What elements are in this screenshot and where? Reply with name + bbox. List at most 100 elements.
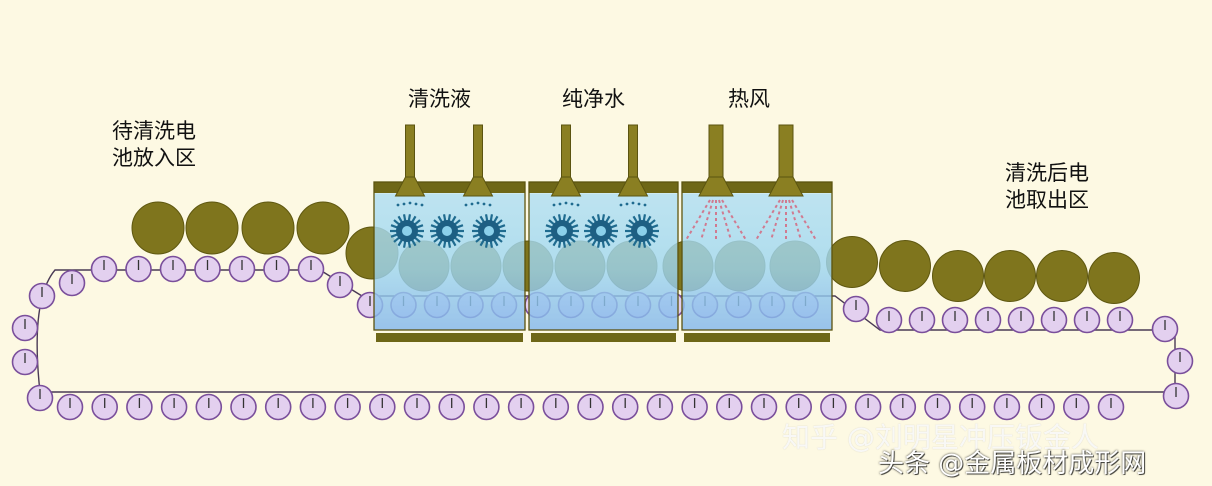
nozzle-icon bbox=[550, 124, 582, 197]
roller-icon bbox=[473, 393, 500, 421]
tank-lid bbox=[529, 182, 678, 193]
roller-icon bbox=[941, 306, 969, 334]
roller-icon bbox=[126, 393, 153, 421]
nozzle-icon bbox=[617, 124, 649, 197]
tank-lid bbox=[682, 182, 832, 193]
spray-dot bbox=[470, 202, 474, 206]
roller-icon bbox=[230, 393, 257, 421]
spray-dot bbox=[552, 203, 556, 207]
roller-icon bbox=[611, 393, 639, 421]
nozzle-icon bbox=[462, 124, 494, 197]
spray-dot bbox=[420, 203, 424, 207]
load-zone-label-line-1: 待清洗电 bbox=[112, 119, 196, 143]
roller-icon bbox=[11, 348, 39, 376]
roller-icon bbox=[1097, 393, 1125, 421]
roller-icon bbox=[194, 255, 221, 283]
roller-icon bbox=[297, 255, 325, 283]
roller-icon bbox=[195, 393, 223, 421]
wash-stations bbox=[373, 181, 833, 342]
battery-icon bbox=[241, 201, 295, 255]
roller-icon bbox=[750, 393, 778, 421]
roller-icon bbox=[326, 271, 354, 299]
roller-icon bbox=[91, 393, 118, 421]
tank-liquid bbox=[682, 192, 832, 330]
wash-tank-1 bbox=[373, 181, 526, 342]
tank-overlay bbox=[683, 194, 831, 329]
spray-dot bbox=[396, 203, 400, 207]
roller-icon bbox=[160, 393, 188, 421]
load-zone-label: 待清洗电 池放入区 bbox=[112, 118, 196, 172]
hot-air-ray bbox=[788, 199, 802, 241]
roller-icon bbox=[1063, 393, 1090, 421]
roller-icon bbox=[26, 384, 54, 412]
hot-air-ray bbox=[718, 199, 732, 241]
hot-air-label: 热风 bbox=[728, 87, 770, 111]
roller-icon bbox=[958, 393, 986, 421]
roller-icon bbox=[56, 393, 84, 421]
roller-icon bbox=[1166, 347, 1194, 375]
roller-icon bbox=[820, 393, 847, 421]
roller-icon bbox=[542, 393, 570, 421]
roller-icon bbox=[1028, 393, 1055, 421]
tank-frame bbox=[528, 181, 679, 331]
roller-icon bbox=[507, 393, 535, 421]
roller-icon bbox=[58, 269, 86, 297]
load-zone-label-line-2: 池放入区 bbox=[112, 146, 196, 170]
cleaning-brush-icon bbox=[430, 214, 464, 248]
roller-icon bbox=[1007, 306, 1035, 334]
cleaning-brush-icon bbox=[472, 214, 506, 248]
tank-base bbox=[684, 333, 830, 342]
roller-icon bbox=[1106, 306, 1134, 334]
battery-icon bbox=[131, 201, 185, 255]
nozzle-icon bbox=[394, 124, 426, 197]
unload-zone-label: 清洗后电 池取出区 bbox=[1005, 160, 1089, 214]
roller-icon bbox=[11, 314, 39, 342]
battery-icon bbox=[879, 240, 931, 292]
hot-air-ray bbox=[755, 199, 781, 241]
nozzle-icon bbox=[698, 124, 734, 197]
roller-icon bbox=[368, 393, 396, 421]
roller-icon bbox=[715, 393, 743, 421]
spray-dot bbox=[476, 201, 480, 205]
spray-dot bbox=[570, 202, 574, 206]
roller-icon bbox=[264, 393, 292, 421]
spray-dot bbox=[643, 203, 647, 207]
cleaning-brush-icon bbox=[545, 214, 579, 248]
tank-base bbox=[531, 333, 676, 342]
spray-dot bbox=[488, 203, 492, 207]
watermark-toutiao: 头条 @金属板材成形网 bbox=[878, 449, 1147, 479]
battery-icon bbox=[296, 201, 350, 255]
roller-icon bbox=[438, 393, 466, 421]
roller-icon bbox=[299, 393, 327, 421]
pure-water-label: 纯净水 bbox=[562, 87, 625, 111]
cleaning-brush-icon bbox=[625, 214, 659, 248]
spray-dot bbox=[576, 203, 580, 207]
roller-icon bbox=[1151, 315, 1179, 343]
battery-icon bbox=[826, 236, 878, 288]
hot-air-ray bbox=[791, 199, 817, 241]
roller-icon bbox=[924, 393, 951, 421]
roller-icon bbox=[1073, 306, 1101, 334]
tank-lid bbox=[374, 182, 525, 193]
hot-air-ray bbox=[685, 199, 711, 241]
spray-dot bbox=[558, 202, 562, 206]
roller-icon bbox=[993, 393, 1021, 421]
roller-icon bbox=[646, 393, 674, 421]
spray-dot bbox=[619, 203, 623, 207]
spray-dot bbox=[564, 201, 568, 205]
battery-icon bbox=[1088, 252, 1140, 304]
cleaning-brush-icon bbox=[390, 214, 424, 248]
spray-dot bbox=[482, 202, 486, 206]
roller-icon bbox=[125, 255, 152, 283]
spray-dot bbox=[414, 202, 418, 206]
roller-icon bbox=[28, 282, 56, 310]
spray-dot bbox=[464, 203, 468, 207]
roller-icon bbox=[785, 393, 813, 421]
roller-icon bbox=[974, 306, 1002, 334]
roller-icon bbox=[889, 393, 917, 421]
unload-zone-label-line-2: 池取出区 bbox=[1005, 188, 1089, 212]
roller-icon bbox=[403, 393, 431, 421]
spray-dot bbox=[631, 201, 635, 205]
